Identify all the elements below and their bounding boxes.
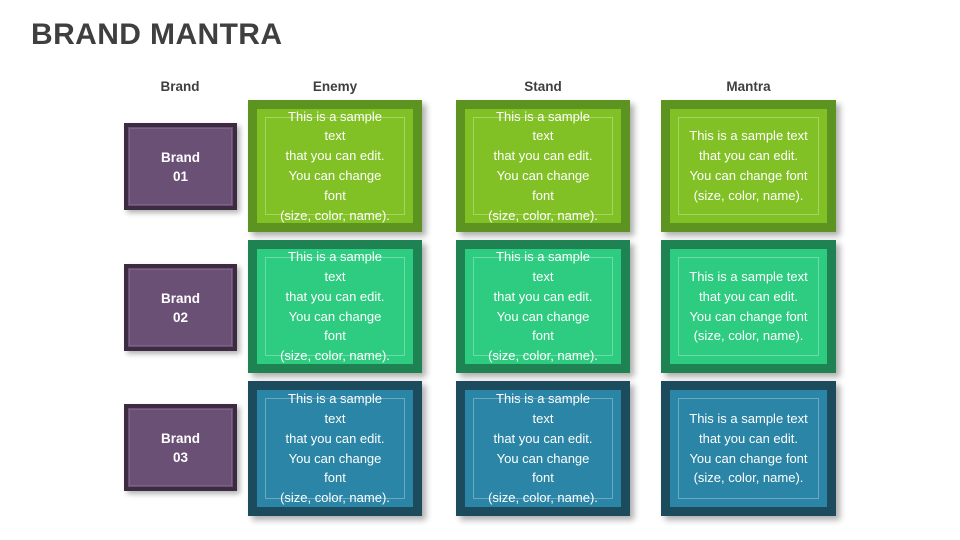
card-brand02-stand[interactable]: This is a sample text that you can edit.… (456, 240, 630, 373)
card-brand03-enemy[interactable]: This is a sample text that you can edit.… (248, 381, 422, 516)
column-header-brand: Brand (160, 79, 200, 94)
brand-box-03[interactable]: Brand 03 (124, 404, 237, 491)
card-inner-frame: This is a sample text that you can edit.… (473, 249, 613, 363)
column-header-enemy: Enemy (312, 79, 358, 94)
brand-box-label: Brand 02 (160, 290, 200, 325)
card-text: This is a sample text that you can edit.… (280, 391, 390, 506)
card-text: This is a sample text that you can edit.… (280, 108, 390, 223)
column-header-stand: Stand (524, 79, 562, 94)
card-brand02-mantra[interactable]: This is a sample text that you can edit.… (661, 240, 836, 373)
card-inner-frame: This is a sample text that you can edit.… (678, 398, 819, 499)
card-text: This is a sample text that you can edit.… (689, 410, 808, 486)
card-text: This is a sample text that you can edit.… (488, 391, 598, 506)
card-brand03-mantra[interactable]: This is a sample text that you can edit.… (661, 381, 836, 516)
card-text: This is a sample text that you can edit.… (488, 249, 598, 364)
column-header-mantra: Mantra (726, 79, 771, 94)
card-brand01-stand[interactable]: This is a sample text that you can edit.… (456, 100, 630, 232)
brand-box-02[interactable]: Brand 02 (124, 264, 237, 351)
card-text: This is a sample text that you can edit.… (689, 128, 808, 203)
card-inner-frame: This is a sample text that you can edit.… (265, 249, 405, 363)
card-brand01-mantra[interactable]: This is a sample text that you can edit.… (661, 100, 836, 232)
card-inner-frame: This is a sample text that you can edit.… (473, 109, 613, 223)
card-inner-frame: This is a sample text that you can edit.… (265, 109, 405, 223)
brand-box-label: Brand 03 (160, 430, 200, 465)
card-inner-frame: This is a sample text that you can edit.… (678, 257, 819, 356)
card-brand01-enemy[interactable]: This is a sample text that you can edit.… (248, 100, 422, 232)
card-text: This is a sample text that you can edit.… (488, 108, 598, 223)
card-inner-frame: This is a sample text that you can edit.… (473, 391, 613, 505)
card-brand03-stand[interactable]: This is a sample text that you can edit.… (456, 381, 630, 516)
brand-box-label: Brand 01 (160, 149, 200, 184)
brand-box-01[interactable]: Brand 01 (124, 123, 237, 210)
card-brand02-enemy[interactable]: This is a sample text that you can edit.… (248, 240, 422, 373)
page-title: BRAND MANTRA (31, 18, 283, 51)
card-text: This is a sample text that you can edit.… (280, 249, 390, 364)
card-inner-frame: This is a sample text that you can edit.… (265, 391, 405, 505)
card-inner-frame: This is a sample text that you can edit.… (678, 117, 819, 215)
card-text: This is a sample text that you can edit.… (689, 268, 808, 344)
